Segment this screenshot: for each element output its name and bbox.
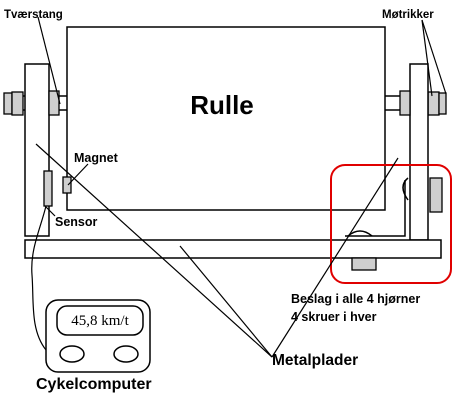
bracket-screw-head-side — [402, 177, 409, 201]
left-outer-nut — [3, 92, 13, 115]
label-brackets-line1: Beslag i alle 4 hjørner — [291, 292, 420, 306]
pointer-nuts-1 — [421, 19, 433, 97]
left-inner-nut — [48, 90, 60, 116]
label-crossbar: Tværstang — [4, 9, 63, 21]
label-roller: Rulle — [190, 90, 254, 120]
pointer-metal-bottom — [179, 245, 273, 358]
bracket-bolt-side — [429, 177, 443, 213]
pointer-metal-right — [271, 157, 399, 358]
bracket-bolt-bottom — [351, 257, 377, 271]
computer-display — [56, 305, 144, 336]
label-sensor: Sensor — [55, 215, 98, 229]
right-inner-nut — [399, 90, 411, 116]
pointer-sensor — [44, 205, 56, 217]
right-side-plate — [409, 63, 429, 241]
bracket-highlight — [330, 164, 452, 284]
computer-display-value: 45,8 km/t — [71, 313, 129, 329]
right-nut — [427, 91, 440, 116]
magnet — [62, 176, 72, 194]
sensor — [43, 170, 53, 207]
label-metal-plates: Metalplader — [272, 352, 358, 369]
computer-right-button — [113, 345, 139, 363]
bottom-metal-plate — [24, 239, 442, 259]
corner-bracket — [345, 180, 406, 237]
label-brackets-line2: 4 skruer i hver — [291, 310, 377, 324]
left-nut — [11, 91, 24, 116]
sensor-cable — [31, 205, 47, 351]
computer-left-button — [59, 345, 85, 363]
label-nuts: Møtrikker — [382, 9, 434, 21]
left-side-plate — [24, 63, 50, 237]
pointer-crossbar — [37, 16, 61, 105]
label-magnet: Magnet — [74, 151, 119, 165]
right-outer-nut — [438, 92, 447, 115]
pointer-nuts-2 — [421, 19, 447, 95]
pointer-magnet — [67, 163, 89, 186]
pointer-metal-left — [35, 143, 273, 358]
label-bike-computer: Cykelcomputer — [36, 376, 152, 393]
